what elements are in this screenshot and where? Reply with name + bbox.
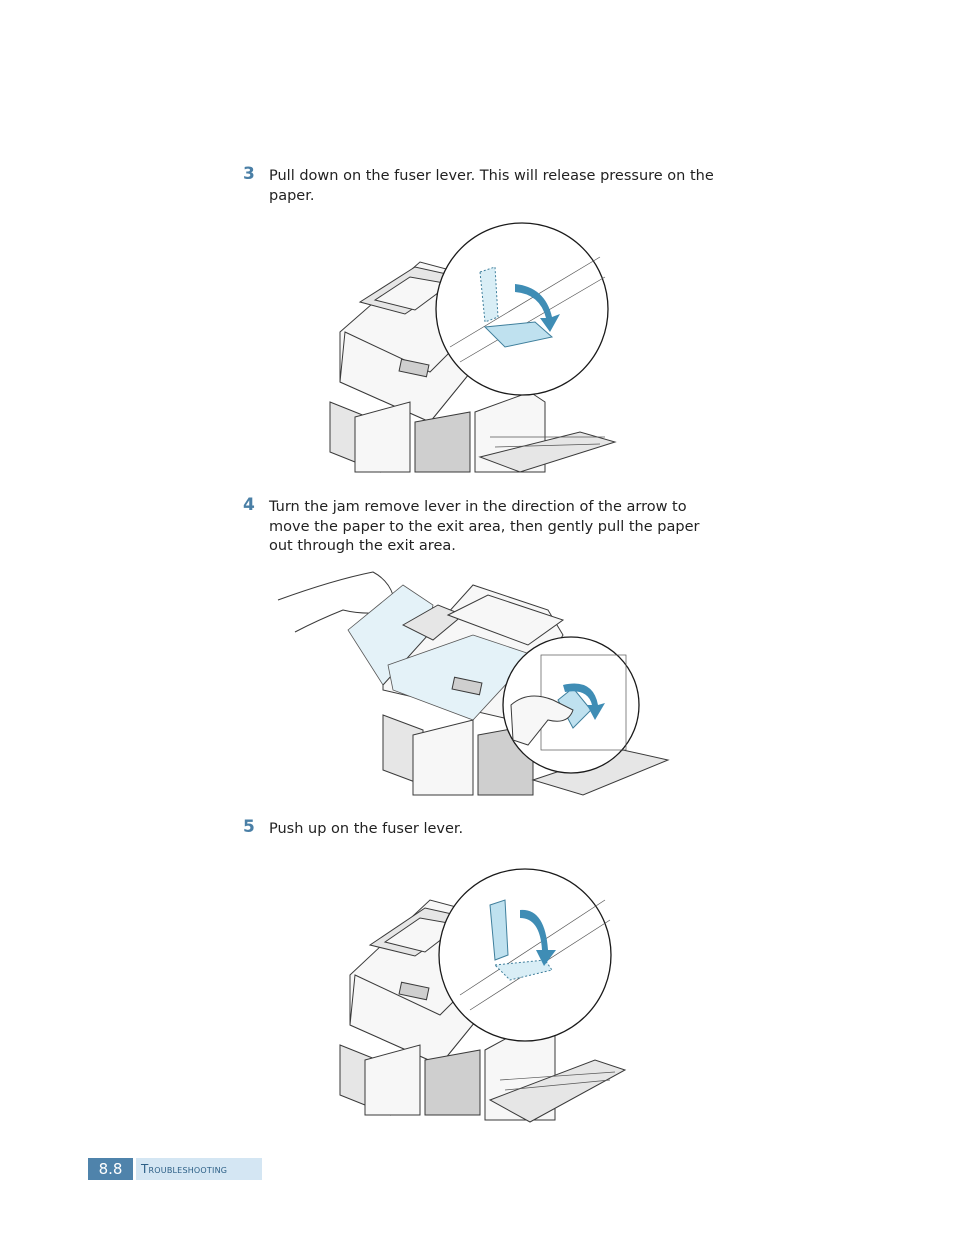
magnified-lever-view [438,868,612,1042]
printer-illustration [382,584,670,796]
fuser-lever-down-illustration [329,222,617,473]
magnified-lever-view [502,636,640,774]
step-text: Pull down on the fuser lever. This will … [269,168,714,204]
jam-remove-lever-illustration [277,571,670,796]
step-number: 4 [243,495,255,515]
fuser-lever-up-illustration [339,868,627,1123]
section-title: Troubleshooting [136,1158,262,1180]
step-text: Push up on the fuser lever. [269,821,464,837]
step-number: 3 [243,164,255,184]
step-number: 5 [243,817,255,837]
step-text: Turn the jam remove lever in the directi… [269,499,700,554]
page-number: 8.8 [88,1158,133,1180]
magnified-lever-view [435,222,609,396]
